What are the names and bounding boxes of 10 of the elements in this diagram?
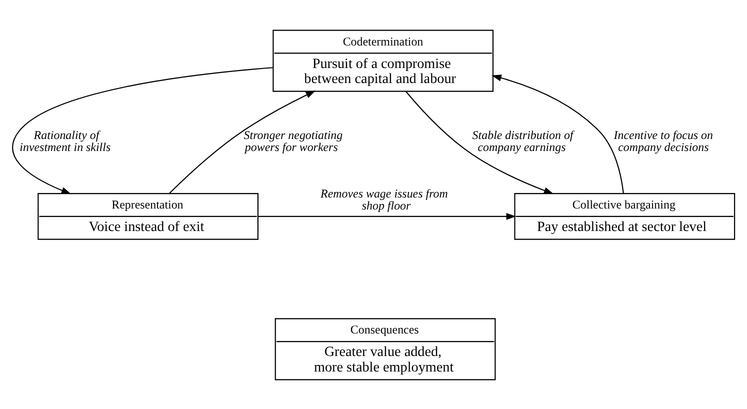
arrow	[258, 212, 516, 220]
arrow	[492, 74, 624, 193]
edge-label: Stronger negotiating powers for workers	[244, 127, 343, 154]
edge-label: Removes wage issues from shop floor	[320, 186, 448, 212]
arrow	[169, 90, 316, 194]
arrow	[12, 66, 273, 194]
edge-label: Rationality of investment in skills	[20, 127, 111, 154]
arrow	[405, 90, 554, 194]
edge-label: Stable distribution of company earnings	[472, 127, 574, 154]
edge-label: Incentive to focus on company decisions	[614, 127, 714, 154]
